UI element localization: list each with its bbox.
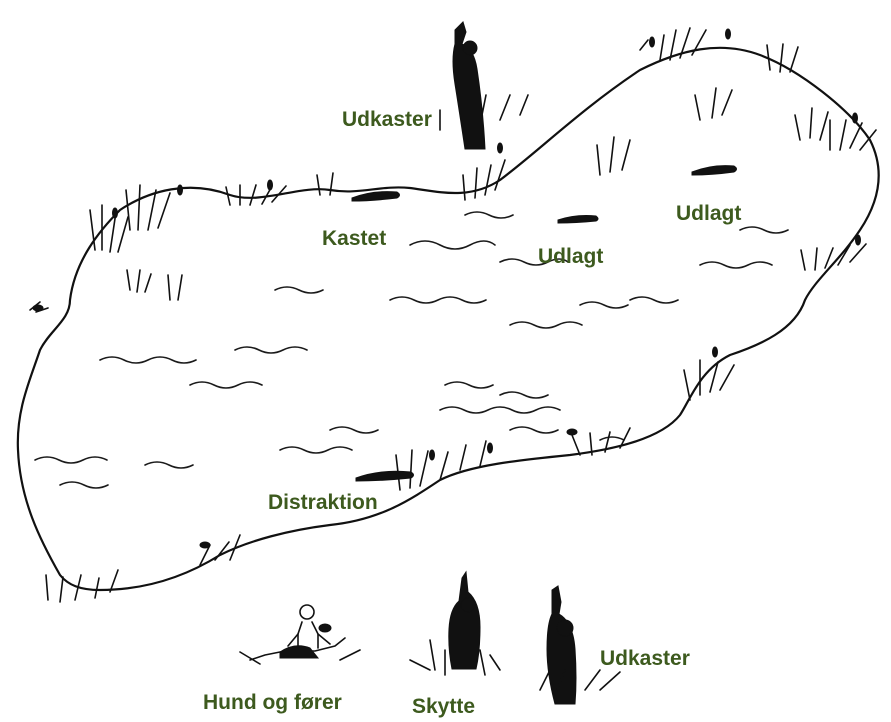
udkaster-bottom-figure — [546, 585, 577, 705]
dummy-kastet — [351, 191, 400, 202]
label-distraktion: Distraktion — [268, 491, 378, 514]
dummy-markers — [351, 165, 737, 482]
dummy-udlagt-right — [691, 165, 737, 176]
lake-outline — [16, 46, 880, 592]
skytte-figure — [448, 570, 481, 670]
label-kastet: Kastet — [322, 227, 387, 250]
reed-tufts — [29, 27, 877, 603]
udkaster-top-figure — [452, 21, 486, 150]
label-skytte: Skytte — [412, 695, 476, 718]
label-udlagt-center: Udlagt — [538, 245, 604, 268]
label-udlagt-right: Udlagt — [676, 202, 742, 225]
bottom-grass — [409, 639, 621, 696]
water-ripples — [34, 211, 789, 489]
dog-and-handler — [239, 604, 361, 665]
dummy-udlagt-center — [557, 215, 599, 224]
label-udkaster-top: Udkaster — [342, 108, 432, 131]
person-silhouettes — [239, 21, 577, 705]
label-hund-og-forer: Hund og fører — [203, 691, 342, 714]
label-udkaster-bottom: Udkaster — [600, 647, 690, 670]
dummy-distraktion — [355, 470, 414, 482]
